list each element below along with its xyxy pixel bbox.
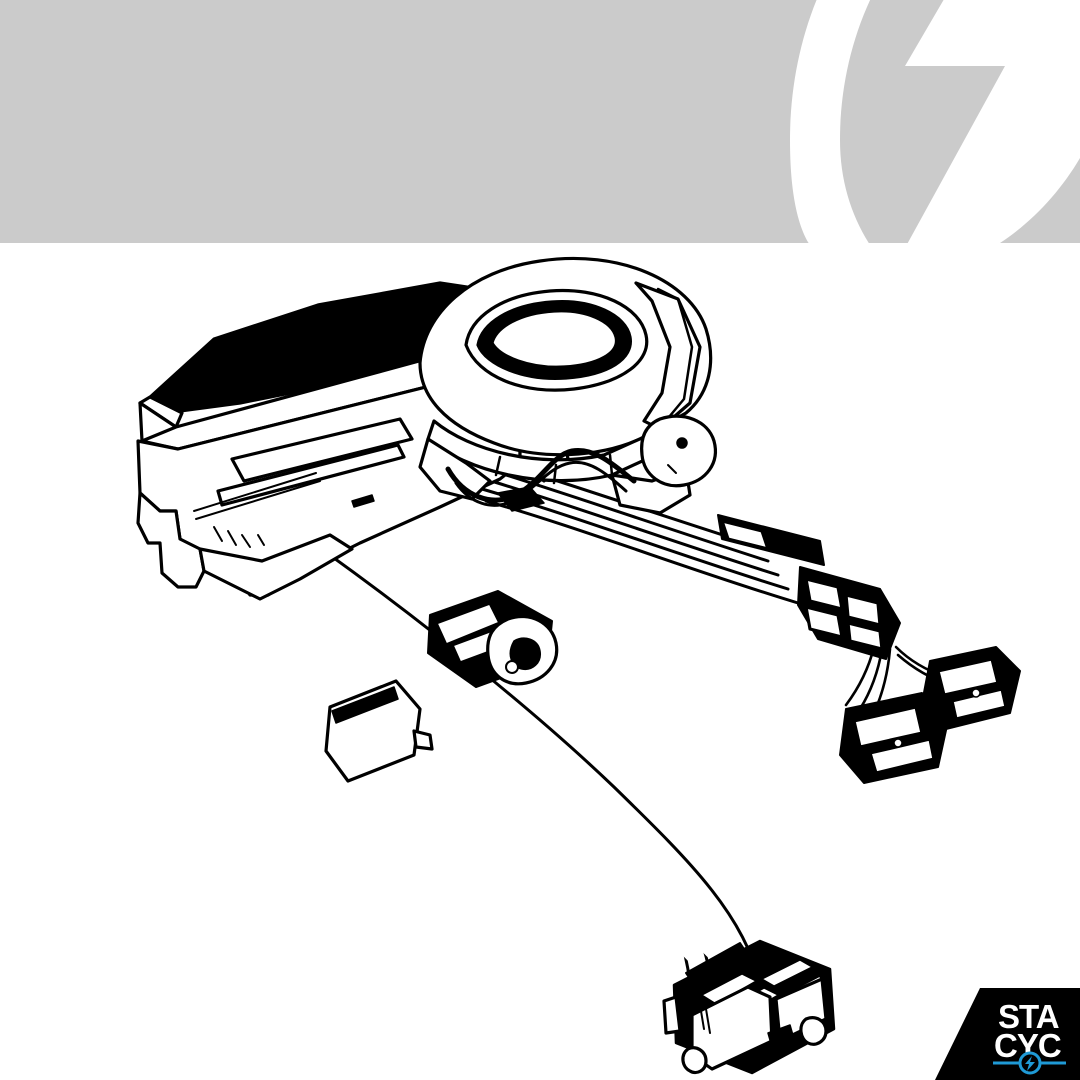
round-cap-knob: [640, 414, 717, 488]
ribbon-tie: [717, 514, 825, 566]
cable-clip: [324, 679, 434, 783]
controller-housing: [136, 281, 570, 601]
multi-pin-connector: [797, 566, 901, 660]
lightning-bolt-in-circle-watermark-icon: [790, 0, 1080, 243]
badge-background: [935, 988, 1080, 1080]
blade-terminal-connector: [662, 939, 836, 1075]
branch-connector-pair: [839, 646, 1021, 784]
lightning-bolt-glyph-icon: [1025, 1056, 1035, 1071]
illustration-area: [0, 243, 1080, 1080]
motor-hub-ring: [418, 256, 713, 515]
brand-badge: STA CYC: [880, 968, 1080, 1080]
header-band: [0, 0, 1080, 243]
conduit-hose: [445, 448, 637, 512]
cable-bundle: [214, 499, 764, 991]
inline-connector-round: [427, 590, 559, 688]
brand-text-top: STA: [998, 998, 1059, 1035]
stacyc-logo: STA CYC: [935, 988, 1080, 1080]
controller-and-harness-illustration: [136, 256, 1021, 1075]
